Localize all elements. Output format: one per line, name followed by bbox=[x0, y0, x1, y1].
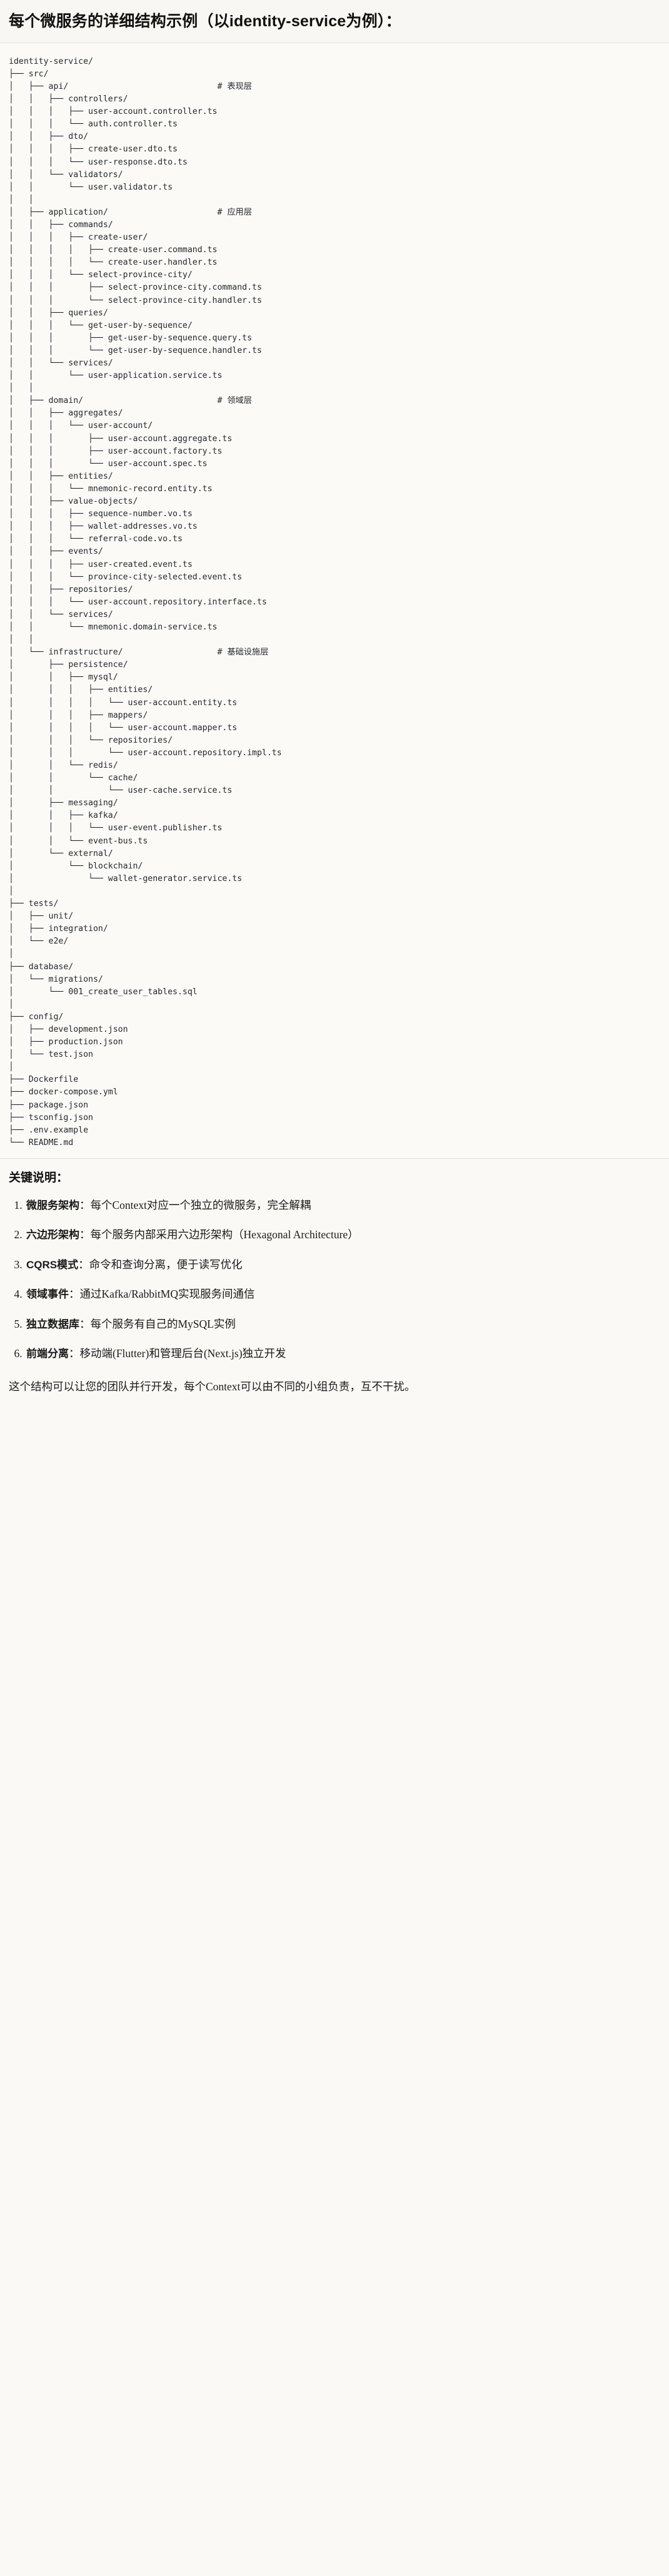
note-term: 六边形架构 bbox=[26, 1229, 79, 1241]
note-body: ：每个服务有自己的MySQL实例 bbox=[79, 1317, 236, 1330]
list-item: 六边形架构：每个服务内部采用六边形架构（Hexagonal Architectu… bbox=[25, 1226, 660, 1243]
note-term: 微服务架构 bbox=[26, 1199, 79, 1211]
directory-tree-block: identity-service/ ├── src/ │ ├── api/ # … bbox=[0, 43, 669, 1159]
note-body: ：每个Context对应一个独立的微服务，完全解耦 bbox=[79, 1198, 311, 1211]
note-term: CQRS模式 bbox=[26, 1258, 79, 1271]
list-item: 微服务架构：每个Context对应一个独立的微服务，完全解耦 bbox=[25, 1197, 660, 1214]
key-notes-section: 关键说明： 微服务架构：每个Context对应一个独立的微服务，完全解耦 六边形… bbox=[0, 1158, 669, 1415]
closing-paragraph: 这个结构可以让您的团队并行开发，每个Context可以由不同的小组负责，互不干扰… bbox=[9, 1380, 416, 1393]
note-body: ：命令和查询分离，便于读写优化 bbox=[78, 1258, 243, 1271]
note-term: 前端分离 bbox=[26, 1348, 69, 1360]
list-item: CQRS模式：命令和查询分离，便于读写优化 bbox=[25, 1256, 660, 1273]
document-page: 每个微服务的详细结构示例（以identity-service为例）： ident… bbox=[0, 0, 669, 1415]
document-header: 每个微服务的详细结构示例（以identity-service为例）： bbox=[0, 0, 669, 43]
directory-tree: identity-service/ ├── src/ │ ├── api/ # … bbox=[9, 56, 282, 1148]
note-body: ：通过Kafka/RabbitMQ实现服务间通信 bbox=[69, 1288, 255, 1300]
note-body: ：移动端(Flutter)和管理后台(Next.js)独立开发 bbox=[69, 1347, 286, 1360]
note-term: 领域事件 bbox=[26, 1288, 69, 1300]
list-item: 领域事件：通过Kafka/RabbitMQ实现服务间通信 bbox=[25, 1286, 660, 1303]
page-title: 每个微服务的详细结构示例（以identity-service为例）： bbox=[9, 13, 401, 30]
list-item: 前端分离：移动端(Flutter)和管理后台(Next.js)独立开发 bbox=[25, 1345, 660, 1362]
key-notes-list: 微服务架构：每个Context对应一个独立的微服务，完全解耦 六边形架构：每个服… bbox=[9, 1197, 660, 1362]
note-body: ：每个服务内部采用六边形架构（Hexagonal Architecture） bbox=[79, 1228, 359, 1241]
key-notes-title: 关键说明： bbox=[9, 1171, 69, 1184]
list-item: 独立数据库：每个服务有自己的MySQL实例 bbox=[25, 1316, 660, 1333]
note-term: 独立数据库 bbox=[26, 1318, 79, 1330]
